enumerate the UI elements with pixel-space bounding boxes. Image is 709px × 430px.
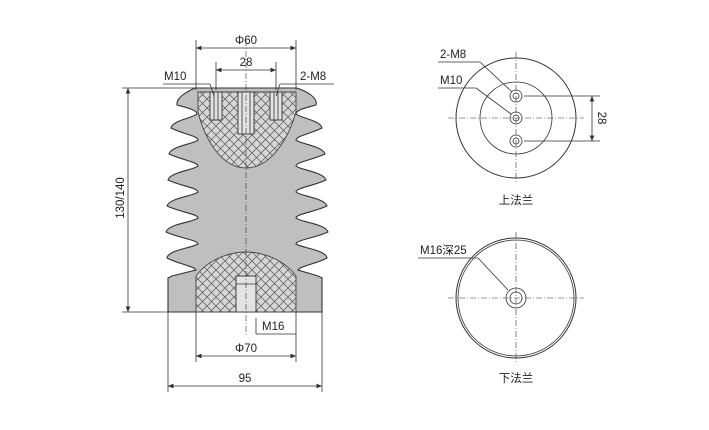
upper-dim-spacing: 28	[595, 112, 607, 125]
upper-hole-top	[509, 89, 523, 103]
upper-flange-view: 2-M8 M10 28 上法兰	[438, 49, 607, 207]
dim-bottom-inner: Φ70	[235, 343, 257, 355]
top-hole-left	[209, 91, 223, 121]
label-left-thread: M10	[164, 71, 186, 83]
lower-flange-caption: 下法兰	[499, 371, 534, 385]
lower-label-hole: M16深25	[420, 243, 467, 257]
dim-base: 95	[239, 373, 252, 385]
upper-label-center-hole: M10	[440, 75, 462, 87]
label-right-thread: 2-M8	[300, 71, 326, 83]
upper-flange-caption: 上法兰	[499, 193, 534, 207]
top-hole-right	[269, 91, 283, 121]
label-bottom-thread: M16	[262, 321, 284, 333]
dim-top-inner: 28	[240, 57, 253, 69]
side-view: Φ60 28 M10 2-M8 130/140 M16 Φ70 95	[115, 35, 334, 392]
lower-flange-view: M16深25 下法兰	[418, 232, 584, 385]
dim-top-outer: Φ60	[235, 35, 257, 47]
dim-height: 130/140	[115, 177, 127, 219]
upper-hole-center	[509, 111, 523, 125]
upper-hole-bottom	[509, 134, 523, 148]
upper-label-holes: 2-M8	[440, 49, 466, 61]
lower-hole	[505, 287, 527, 309]
